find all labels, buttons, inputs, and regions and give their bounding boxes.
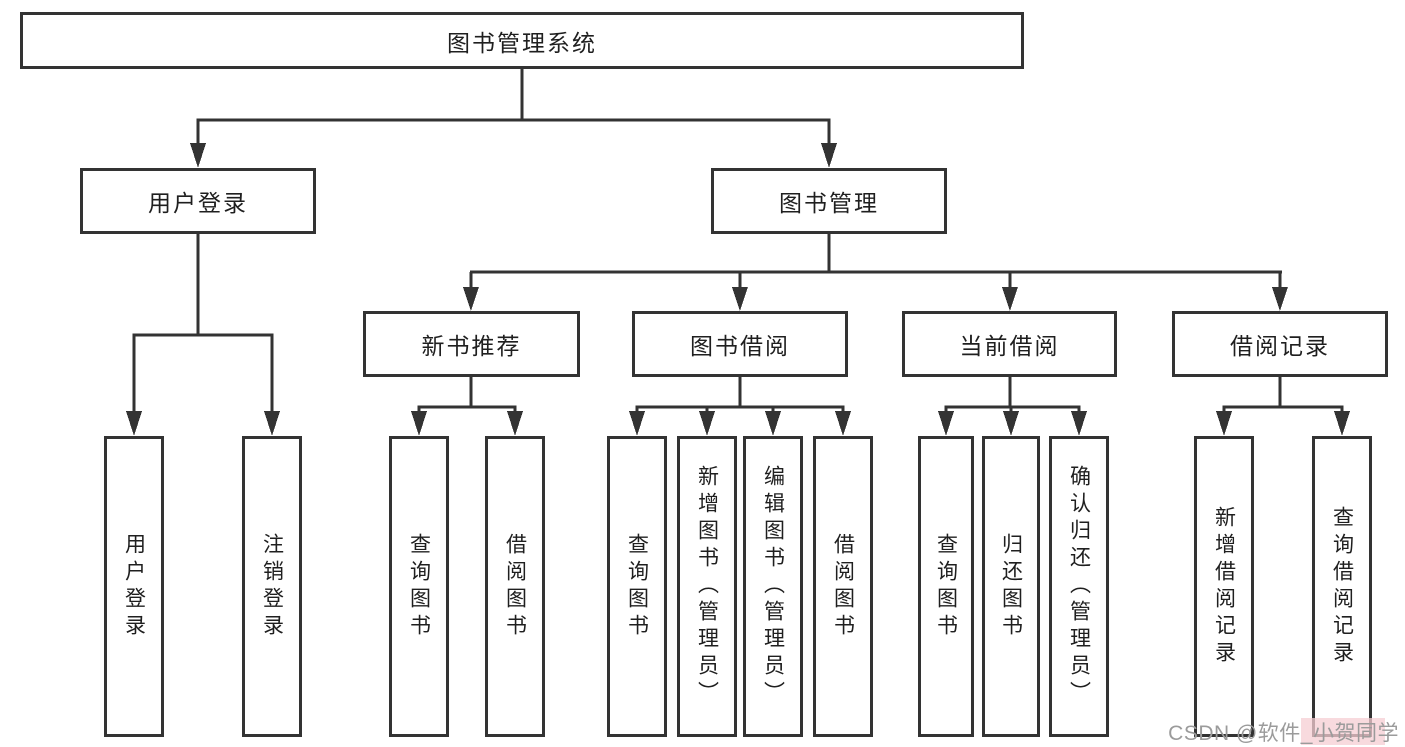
node-leaf-query-books-current: 查询图书 <box>918 436 974 737</box>
connector-userlogin-to-leaves <box>126 233 280 436</box>
node-leaf-borrow-books-recommend: 借阅图书 <box>485 436 545 737</box>
node-leaf-return-books: 归还图书 <box>982 436 1040 737</box>
leaf-label: 归还图书 <box>999 532 1023 641</box>
watermark-highlight <box>1301 718 1385 745</box>
node-leaf-add-books-admin: 新增图书（管理员） <box>677 436 737 737</box>
leaf-label: 新增图书（管理员） <box>695 465 719 708</box>
node-leaf-edit-books-admin: 编辑图书（管理员） <box>743 436 803 737</box>
connector-history-to-leaves <box>1216 377 1350 436</box>
node-leaf-query-books-borrowing: 查询图书 <box>607 436 667 737</box>
node-leaf-add-borrow-record: 新增借阅记录 <box>1194 436 1254 737</box>
watermark-text: CSDN @软件_小贺同学 <box>1168 722 1399 745</box>
node-book-management: 图书管理 <box>711 168 947 234</box>
leaf-label: 编辑图书（管理员） <box>761 465 785 708</box>
node-root-library-system: 图书管理系统 <box>20 12 1024 69</box>
connector-borrowing-to-leaves <box>629 377 851 436</box>
node-leaf-borrow-books-borrowing: 借阅图书 <box>813 436 873 737</box>
connector-bookmgmt-to-level3 <box>463 233 1288 311</box>
node-user-login: 用户登录 <box>80 168 316 234</box>
node-leaf-query-borrow-record: 查询借阅记录 <box>1312 436 1372 737</box>
node-leaf-query-books-recommend: 查询图书 <box>389 436 449 737</box>
leaf-label: 注销登录 <box>260 532 284 641</box>
leaf-label: 查询图书 <box>407 532 431 641</box>
node-leaf-confirm-return-admin: 确认归还（管理员） <box>1049 436 1109 737</box>
leaf-label: 新增借阅记录 <box>1212 505 1236 668</box>
node-current-borrowing: 当前借阅 <box>902 311 1117 377</box>
node-borrowing-records: 借阅记录 <box>1172 311 1388 377</box>
node-leaf-logout: 注销登录 <box>242 436 302 737</box>
node-book-borrowing: 图书借阅 <box>632 311 848 377</box>
leaf-label: 查询图书 <box>625 532 649 641</box>
leaf-label: 用户登录 <box>122 532 146 641</box>
connector-root-to-level2 <box>190 68 837 168</box>
node-new-book-recommend: 新书推荐 <box>363 311 580 377</box>
leaf-label: 查询借阅记录 <box>1330 505 1354 668</box>
leaf-label: 确认归还（管理员） <box>1067 465 1091 708</box>
leaf-label: 借阅图书 <box>503 532 527 641</box>
connector-current-to-leaves <box>938 377 1087 436</box>
leaf-label: 借阅图书 <box>831 532 855 641</box>
leaf-label: 查询图书 <box>934 532 958 641</box>
connector-recommend-to-leaves <box>411 377 523 436</box>
node-leaf-user-login: 用户登录 <box>104 436 164 737</box>
